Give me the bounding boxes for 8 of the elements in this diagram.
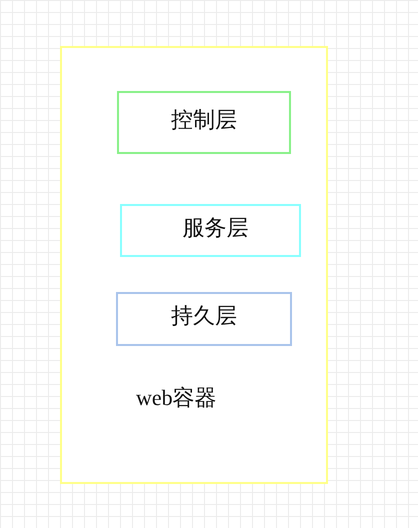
layer-box (120, 204, 301, 257)
layer-label: 持久层 (170, 303, 238, 329)
layer-box (117, 91, 291, 154)
layer-label: 控制层 (170, 107, 238, 133)
layer-label: 服务层 (182, 215, 250, 241)
container-label: web容器 (136, 385, 218, 411)
layer-box (116, 292, 292, 346)
container-box (60, 46, 328, 484)
